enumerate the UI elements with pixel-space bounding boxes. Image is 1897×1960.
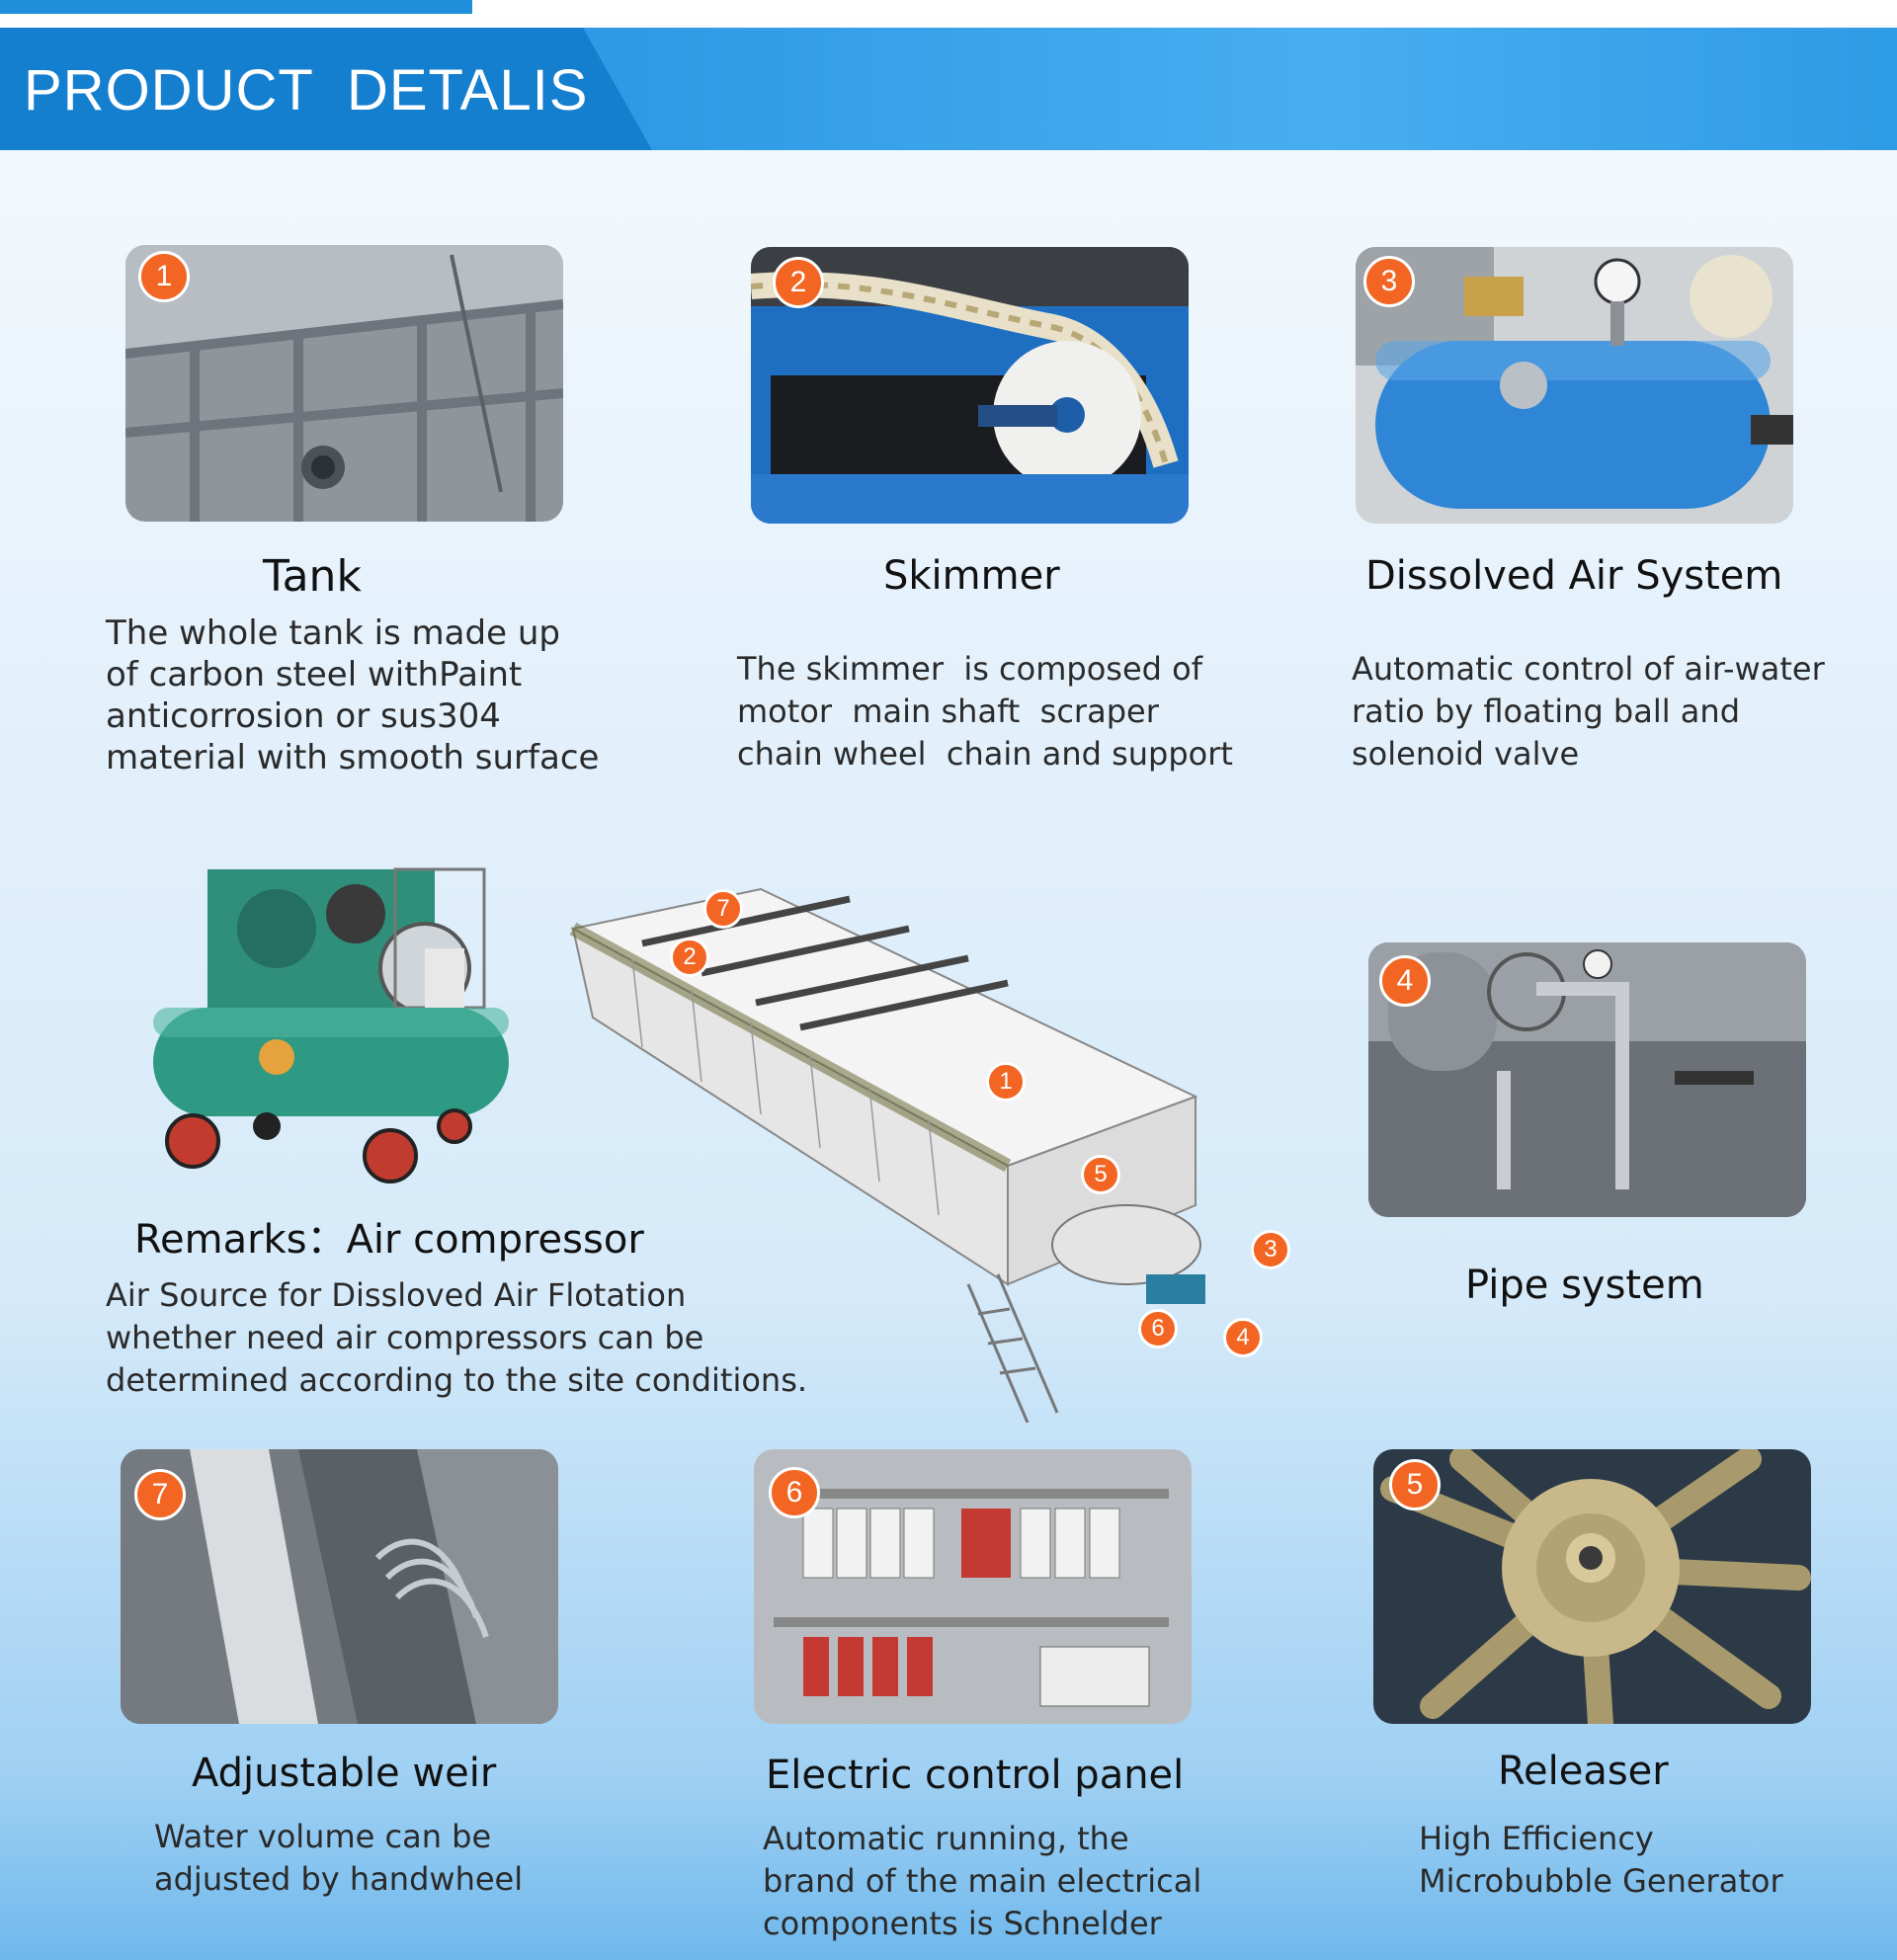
desc-line: chain wheel chain and support xyxy=(737,735,1233,773)
desc-line: components is Schnelder xyxy=(763,1905,1162,1942)
desc-line: ratio by floating ball and xyxy=(1352,693,1740,730)
tank-photo xyxy=(125,245,563,522)
item-title-dissolved-air: Dissolved Air System xyxy=(1365,553,1783,599)
page-title: PRODUCT DETALIS xyxy=(24,58,589,122)
diagram-marker-3: 3 xyxy=(1251,1230,1290,1269)
pipe-system-photo xyxy=(1368,942,1806,1217)
step-badge-4: 4 xyxy=(1379,955,1431,1007)
desc-line: The skimmer is composed of xyxy=(737,650,1202,688)
remarks-desc: Air Source for Dissloved Air Flotation w… xyxy=(106,1274,807,1402)
desc-line: Microbubble Generator xyxy=(1419,1862,1783,1900)
remarks-title: Remarks：Air compressor xyxy=(134,1217,644,1263)
desc-line: adjusted by handwheel xyxy=(154,1860,524,1898)
air-compressor-image xyxy=(148,850,514,1185)
item-title-releaser: Releaser xyxy=(1498,1749,1669,1794)
step-badge-3: 3 xyxy=(1363,256,1415,307)
item-title-adjustable-weir: Adjustable weir xyxy=(192,1751,497,1796)
desc-line: High Efficiency xyxy=(1419,1820,1654,1857)
diagram-marker-2: 2 xyxy=(670,938,709,977)
desc-line: solenoid valve xyxy=(1352,735,1580,773)
diagram-marker-1: 1 xyxy=(986,1062,1026,1102)
diagram-marker-7: 7 xyxy=(703,889,743,929)
diagram-marker-6: 6 xyxy=(1138,1309,1178,1348)
item-title-pipe-system: Pipe system xyxy=(1465,1263,1704,1308)
adjustable-weir-photo xyxy=(121,1449,558,1724)
desc-line: motor main shaft scraper xyxy=(737,693,1159,730)
control-panel-photo xyxy=(754,1449,1192,1724)
banner-top-strip xyxy=(0,0,472,14)
desc-line: brand of the main electrical xyxy=(763,1862,1202,1900)
desc-line: material with smooth surface xyxy=(106,738,600,777)
desc-line: The whole tank is made up xyxy=(106,613,560,653)
item-desc-electric-panel: Automatic running, the brand of the main… xyxy=(763,1818,1201,1945)
desc-line: Automatic control of air-water xyxy=(1352,650,1825,688)
releaser-photo xyxy=(1373,1449,1811,1724)
desc-line: whether need air compressors can be xyxy=(106,1319,704,1356)
step-badge-5: 5 xyxy=(1389,1459,1441,1511)
desc-line: Air Source for Dissloved Air Flotation xyxy=(106,1276,687,1314)
desc-line: of carbon steel withPaint xyxy=(106,655,523,694)
dissolved-air-photo xyxy=(1356,247,1793,524)
item-desc-skimmer: The skimmer is composed of motor main sh… xyxy=(737,648,1233,776)
desc-line: Water volume can be xyxy=(154,1818,492,1855)
item-title-electric-panel: Electric control panel xyxy=(766,1753,1185,1798)
desc-line: determined according to the site conditi… xyxy=(106,1361,808,1399)
header-banner-accent xyxy=(0,28,652,150)
skimmer-photo xyxy=(751,247,1189,524)
step-badge-1: 1 xyxy=(138,251,190,302)
diagram-marker-4: 4 xyxy=(1223,1318,1263,1357)
desc-line: Automatic running, the xyxy=(763,1820,1129,1857)
desc-line: anticorrosion or sus304 xyxy=(106,696,501,736)
item-desc-adjustable-weir: Water volume can be adjusted by handwhee… xyxy=(154,1816,523,1901)
step-badge-2: 2 xyxy=(773,257,824,308)
item-desc-releaser: High Efficiency Microbubble Generator xyxy=(1419,1818,1783,1903)
item-desc-dissolved-air: Automatic control of air-water ratio by … xyxy=(1352,648,1825,776)
item-title-tank: Tank xyxy=(263,551,362,602)
step-badge-6: 6 xyxy=(769,1467,820,1518)
diagram-marker-5: 5 xyxy=(1081,1155,1120,1194)
item-desc-tank: The whole tank is made up of carbon stee… xyxy=(106,612,599,778)
step-badge-7: 7 xyxy=(134,1469,186,1520)
item-title-skimmer: Skimmer xyxy=(883,553,1060,599)
